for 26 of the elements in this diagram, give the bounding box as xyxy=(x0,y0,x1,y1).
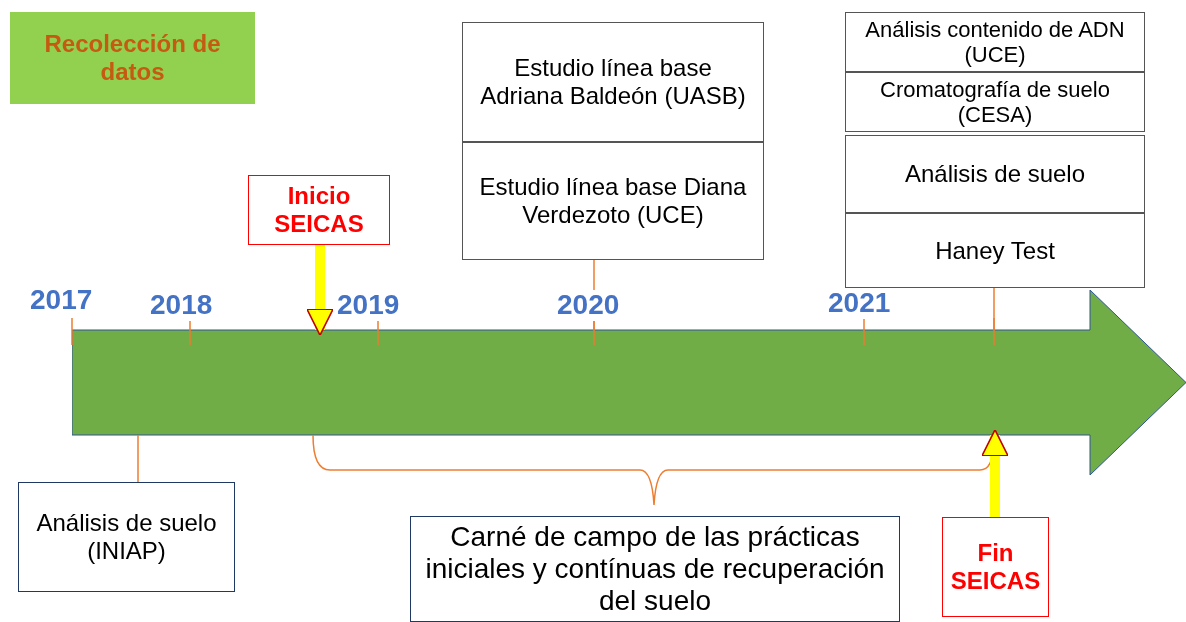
event-box xyxy=(942,517,1049,617)
analysis-box xyxy=(845,12,1145,72)
arrow xyxy=(306,245,334,336)
box-label: Estudio línea base Adriana Baldeón (UASB) xyxy=(479,54,747,110)
box-label: Cromatografía de suelo (CESA) xyxy=(879,76,1111,128)
analysis-box xyxy=(845,213,1145,288)
box-label: Análisis de suelo (INIAP) xyxy=(35,509,218,565)
arrow xyxy=(981,429,1009,517)
box-label: Fin SEICAS xyxy=(950,539,1041,595)
box-label: Análisis de suelo xyxy=(904,160,1086,188)
leader-line xyxy=(993,287,995,331)
leader-line xyxy=(137,434,139,483)
study-box xyxy=(462,22,764,142)
box-label: Recolección de datos xyxy=(43,30,222,86)
box-label: Análisis contenido de ADN (UCE) xyxy=(864,16,1126,68)
analysis-box xyxy=(845,72,1145,132)
box-label: Haney Test xyxy=(935,236,1055,265)
analysis-box xyxy=(845,135,1145,213)
box-label: Inicio SEICAS xyxy=(273,182,365,238)
study-box xyxy=(462,142,764,260)
event-box xyxy=(248,175,390,245)
title-box xyxy=(10,12,255,104)
year-label: 2020 xyxy=(555,290,622,321)
box-label: Estudio línea base Diana Verdezoto (UCE) xyxy=(478,173,748,229)
box-label: Carné de campo de las prácticas iniciales y contínuas de recuperación del suelo xyxy=(424,520,886,618)
analysis-box xyxy=(18,482,235,592)
